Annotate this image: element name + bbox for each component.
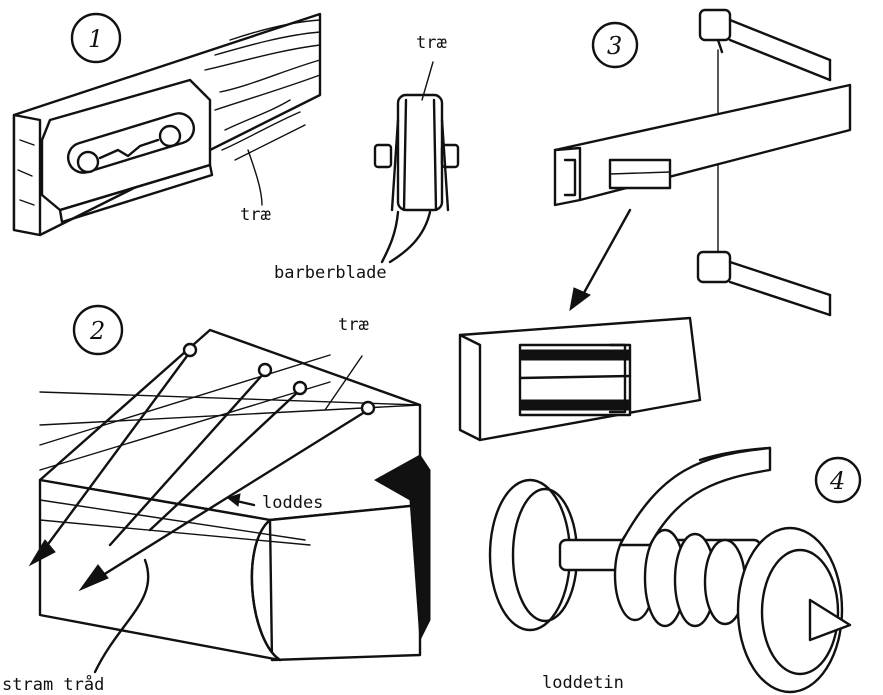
label-wood-strip-text: træ: [240, 205, 271, 225]
label-solder-text: loddes: [262, 493, 323, 513]
label-wood-top-text: træ: [416, 33, 447, 53]
threads: [39, 354, 421, 546]
channel-beam: [553, 83, 852, 207]
channel-detail: [458, 316, 702, 442]
label-solder-tin: loddetin: [542, 673, 624, 693]
solder-coil: [613, 446, 772, 628]
panel-4: 4 loddetin: [488, 446, 862, 694]
panel-3: 3: [458, 8, 852, 442]
panel-1: 1 træ: [12, 12, 460, 283]
panel-3-number-badge: 3: [591, 21, 639, 69]
panel-4-number-badge: 4: [814, 456, 862, 504]
wheel-right: [736, 526, 852, 694]
label-thread: stram tråd: [2, 558, 150, 695]
panel-2: 2: [2, 304, 431, 695]
blade-side-view: [373, 93, 460, 212]
label-thread-text: stram tråd: [2, 674, 104, 695]
label-solder: loddes: [226, 493, 323, 513]
panel-2-number-badge: 2: [72, 304, 124, 356]
arrow-detail: [569, 208, 632, 312]
label-blades-text: barberblade: [274, 263, 387, 283]
panel-1-number: 1: [88, 25, 103, 53]
label-wood-block-text: træ: [338, 315, 369, 335]
label-wood-top: træ: [416, 33, 447, 101]
label-wood-block: træ: [324, 315, 369, 411]
label-wood-strip: træ: [240, 149, 271, 225]
clamp-bottom: [696, 250, 832, 317]
razor-blade: [40, 78, 214, 224]
panel-4-number: 4: [829, 467, 845, 495]
wood-block: [38, 328, 431, 662]
label-blades: barberblade: [274, 210, 432, 283]
panel-2-number: 2: [89, 317, 105, 345]
wires: [28, 342, 376, 592]
panel-1-number-badge: 1: [70, 12, 122, 64]
clamp-top: [698, 8, 832, 82]
panel-3-number: 3: [607, 32, 622, 60]
